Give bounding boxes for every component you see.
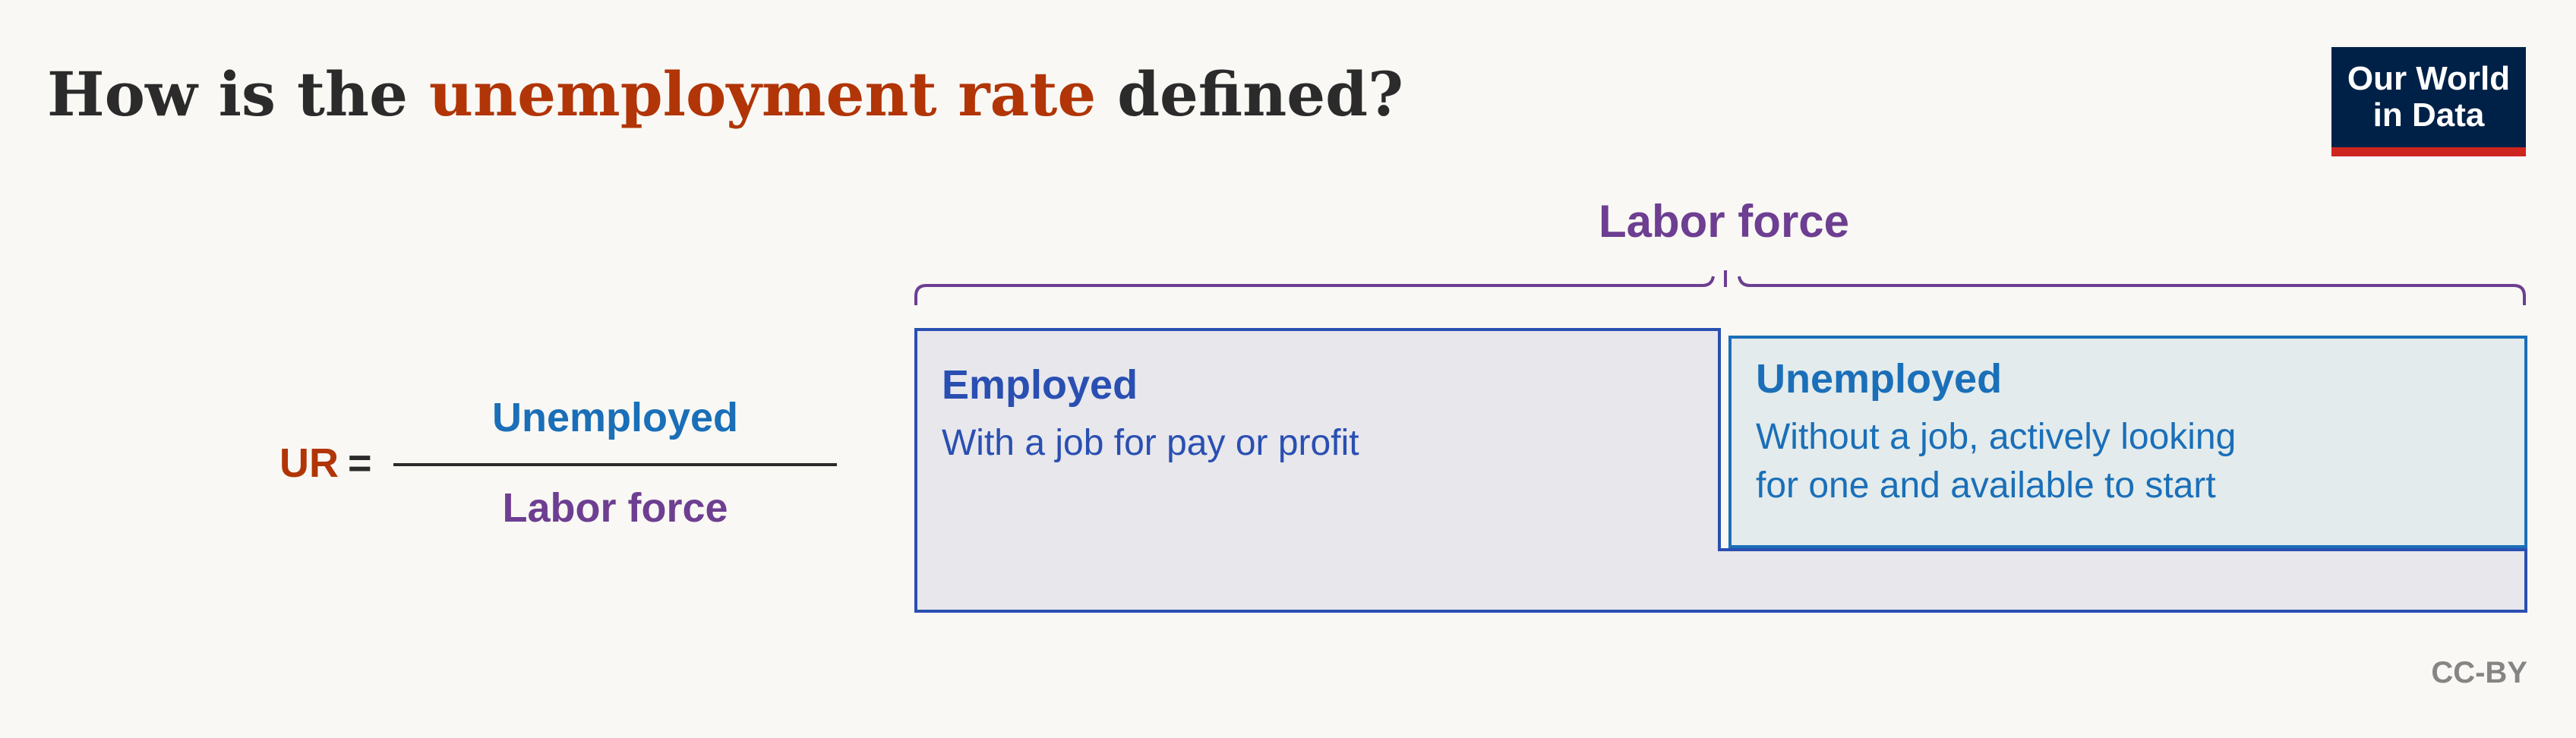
employed-description: With a job for pay or profit: [942, 423, 1359, 463]
unemployed-box-inner: [1728, 336, 2527, 548]
unemployed-description-line-2: for one and available to start: [1756, 465, 2216, 506]
brace-left-half: [914, 276, 1715, 305]
page-title: How is the unemployment rate defined?: [47, 64, 1403, 125]
title-highlight: unemployment rate: [428, 58, 1097, 130]
title-prefix: How is the: [47, 58, 429, 130]
formula-denominator: Labor force: [502, 485, 728, 531]
formula-equals: =: [348, 440, 372, 486]
formula-ur: UR: [279, 440, 339, 486]
labor-force-label: Labor force: [1598, 196, 1850, 247]
brace-right-half: [1738, 276, 2526, 305]
employed-title: Employed: [942, 362, 1138, 408]
fraction-bar: [393, 463, 837, 466]
license-label: CC-BY: [2431, 656, 2527, 689]
unemployed-description-line-1: Without a job, actively looking: [1756, 417, 2237, 457]
formula-numerator: Unemployed: [491, 395, 739, 440]
unemployed-box: [1718, 328, 2527, 551]
logo-line-1: Our World: [2347, 60, 2511, 98]
logo-line-2: in Data: [2372, 96, 2485, 134]
unemployed-title: Unemployed: [1756, 356, 2003, 402]
owid-logo[interactable]: Our World in Data: [2331, 47, 2526, 156]
title-suffix: defined?: [1096, 58, 1403, 130]
